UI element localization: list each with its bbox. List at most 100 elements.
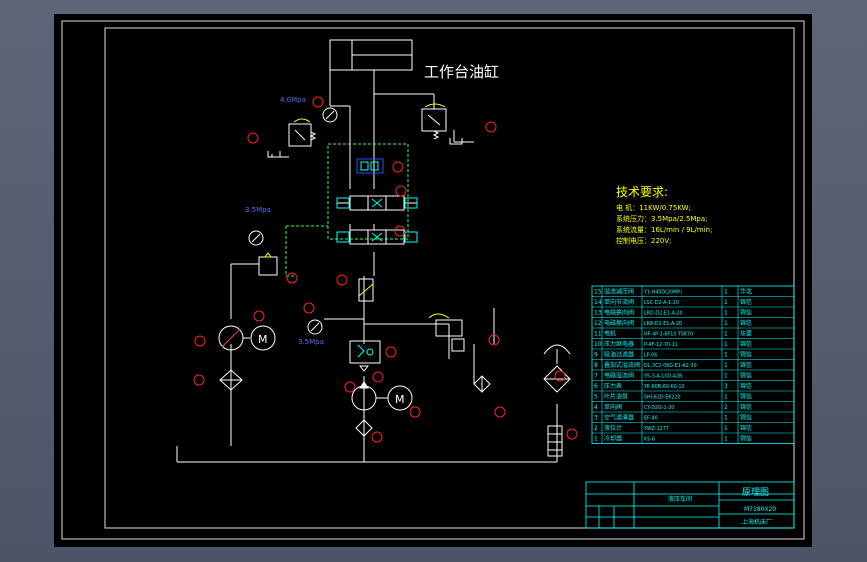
titleblock-drawing-name: 原理图 [742, 487, 769, 498]
pressure-label-left: 3.5Mpa [245, 206, 271, 214]
pressure-gauge-bottom [307, 319, 323, 335]
auxiliary-pump-motor[interactable]: M [218, 325, 276, 391]
part-name: 叶片油泵 [604, 393, 628, 401]
part-quantity: 1 [724, 289, 728, 296]
part-code: LRD-D2-E1-A-20 [644, 311, 683, 317]
part-code: DL-3C2-06G-E1-A2-30 [644, 363, 697, 369]
throttle-valve-11[interactable] [358, 278, 374, 302]
part-quantity: 1 [724, 310, 728, 317]
reducing-valve[interactable] [258, 252, 278, 276]
part-code: SHI-62D-E6220 [644, 395, 681, 401]
part-note: 东菱 [740, 330, 752, 338]
part-quantity: 1 [724, 362, 728, 369]
part-name: 电机 [604, 330, 616, 338]
part-quantity: 1 [724, 299, 728, 306]
part-note: 锦信 [740, 435, 752, 443]
part-name: 叠加式溢流阀 [604, 361, 640, 369]
part-code: P-4F-12-70-11 [644, 342, 678, 348]
part-code: HF-4P-3-8F10 T5K70 [644, 332, 693, 338]
part-name: 单向节流阀 [604, 298, 634, 306]
tank-symbols [267, 138, 463, 158]
pressure-gauge-top [322, 107, 338, 123]
part-code: YWZ-127T [643, 426, 669, 432]
title-block [585, 481, 795, 529]
tech-line-1: 电 机：11KW/0.75KW; [616, 203, 691, 212]
relief-valve-left[interactable] [288, 118, 317, 147]
titleblock-company: 上海机床厂 [742, 518, 772, 526]
pressure-gauges [248, 107, 338, 335]
part-note: 锦信 [740, 424, 752, 432]
cylinder-title: 工作台油缸 [424, 63, 499, 81]
part-note: 锦信 [740, 414, 752, 422]
part-note: 锦信 [740, 351, 752, 359]
directional-valve-12[interactable] [336, 229, 418, 245]
part-name: 液位计 [604, 424, 622, 432]
part-number: 14 [594, 299, 602, 306]
titleblock-drawing-number: M7180X20 [744, 506, 776, 513]
part-code: LR8-D2-E1-A-20 [644, 321, 682, 327]
part-quantity: 1 [724, 341, 728, 348]
check-valve-block-19[interactable] [349, 340, 381, 372]
part-code: LF-06 [644, 353, 657, 359]
solenoid-valve-18[interactable] [356, 158, 384, 174]
main-pump-motor[interactable]: M [351, 381, 413, 437]
pressure-label-top: 4.0Mpa [280, 96, 306, 104]
part-name: 吸油过滤器 [604, 351, 634, 359]
part-name: 压力继电器 [604, 340, 634, 348]
pressure-label-bottom: 3.5Mpa [298, 338, 324, 346]
part-number: 4 [594, 404, 598, 411]
pressure-gauge-left [248, 230, 264, 246]
svg-text:M: M [395, 393, 405, 406]
part-note: 锦信 [740, 361, 752, 369]
worktable-cylinder[interactable] [329, 39, 413, 132]
part-number: 7 [594, 373, 598, 380]
part-quantity: 1 [724, 415, 728, 422]
part-number: 13 [594, 310, 602, 317]
directional-valve-17[interactable] [336, 195, 418, 211]
inner-frame [104, 27, 795, 529]
tech-requirements-heading: 技术要求: [616, 185, 668, 199]
part-note: 锦信 [740, 403, 752, 411]
part-code: KS-6 [644, 437, 655, 443]
relief-valve-right[interactable] [421, 103, 447, 140]
part-name: 空气滤清器 [604, 414, 634, 422]
solenoid-relief-valve[interactable] [428, 313, 465, 352]
part-name: 电磁溢流阀 [604, 372, 634, 380]
part-quantity: 1 [724, 331, 728, 338]
part-code: YS-3-A-10D-A2B [643, 374, 682, 380]
hydraulic-schematic: 工作台油缸 [61, 20, 805, 540]
tech-line-4: 控制电压：220V; [616, 236, 672, 245]
part-number: 3 [594, 415, 598, 422]
part-markers [193, 96, 578, 443]
part-quantity: 1 [724, 352, 728, 359]
part-note: 锦信 [740, 372, 752, 380]
part-number: 6 [594, 383, 598, 390]
part-number: 8 [594, 362, 598, 369]
part-number: 11 [594, 331, 602, 338]
part-code: EF-40 [644, 416, 658, 422]
part-quantity: 1 [724, 373, 728, 380]
part-number: 1 [594, 436, 598, 443]
part-name: 冷却器 [604, 435, 622, 443]
part-number: 10 [594, 341, 602, 348]
part-code: CY-D2G-1-30 [644, 405, 674, 411]
part-number: 5 [594, 394, 598, 401]
drawing-canvas[interactable]: 工作台油缸 [54, 14, 812, 547]
part-name: 溢流减压阀 [604, 288, 634, 296]
part-name: 电磁换向阀 [604, 319, 634, 327]
part-number: 15 [594, 289, 602, 296]
part-note: 锦信 [740, 309, 752, 317]
supply-lines [176, 93, 558, 463]
titleblock-department: 液压车间 [668, 495, 692, 503]
part-note: 华北 [740, 288, 752, 296]
part-name: 电磁换向阀 [604, 309, 634, 317]
part-note: 锦信 [740, 393, 752, 401]
part-quantity: 1 [724, 436, 728, 443]
svg-text:M: M [258, 333, 268, 346]
tech-line-2: 系统压力：3.5Mpa/2.5Mpa; [616, 214, 708, 223]
tank-accessories [473, 344, 571, 457]
parts-table-frame [591, 285, 795, 444]
part-note: 锦信 [740, 382, 752, 390]
part-number: 12 [594, 320, 602, 327]
